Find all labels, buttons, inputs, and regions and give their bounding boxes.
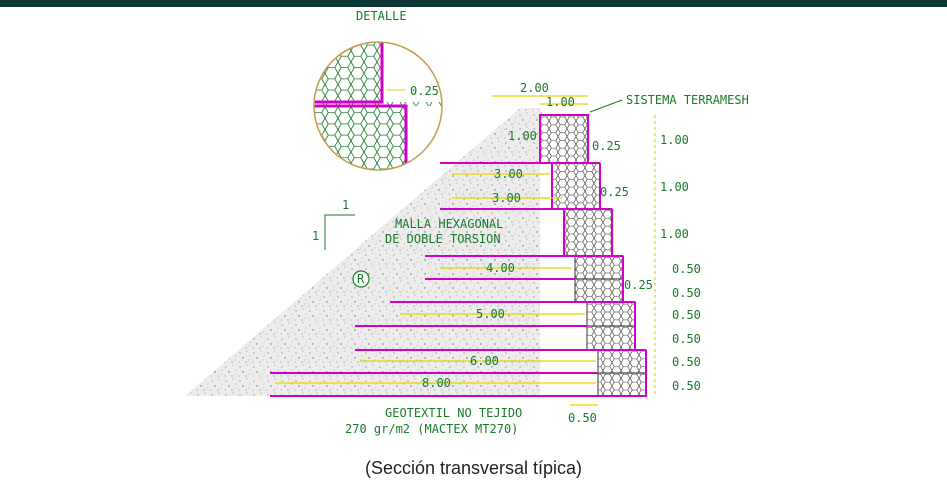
detail-title: DETALLE <box>356 9 407 23</box>
height-1: 1.00 <box>660 133 689 147</box>
slope-vertical: 1 <box>312 229 319 243</box>
dimension-lines <box>275 95 656 406</box>
dim-total-width: 2.00 <box>520 81 549 95</box>
figure-caption: (Sección transversal típica) <box>364 458 583 478</box>
height-9: 0.50 <box>672 379 701 393</box>
dim-unit-width: 1.00 <box>546 95 575 109</box>
dim-left: 1.00 <box>508 129 537 143</box>
height-3: 1.00 <box>660 227 689 241</box>
system-label: SISTEMA TERRAMESH <box>626 93 749 107</box>
offset-bottom: 0.50 <box>568 411 597 425</box>
offset-first: 0.25 <box>592 139 621 153</box>
length-3: 4.00 <box>486 261 515 275</box>
geotextile-label-line2: 270 gr/m2 (MACTEX MT270) <box>345 422 518 436</box>
length-1: 3.00 <box>494 167 523 181</box>
slope-indicator <box>324 214 355 250</box>
slope-horizontal: 1 <box>342 198 349 212</box>
length-6: 8.00 <box>422 376 451 390</box>
height-5: 0.50 <box>672 286 701 300</box>
mesh-label-line2: DE DOBLE TORSION <box>385 232 501 246</box>
reinforcement-layers <box>270 114 647 397</box>
offset-third: 0.25 <box>624 278 653 292</box>
height-6: 0.50 <box>672 308 701 322</box>
length-4: 5.00 <box>476 307 505 321</box>
detail-dimension: 0.25 <box>410 84 439 98</box>
header-bar <box>0 0 947 7</box>
fill-marker-circle <box>352 270 370 288</box>
height-7: 0.50 <box>672 332 701 346</box>
height-8: 0.50 <box>672 355 701 369</box>
length-2: 3.00 <box>492 191 521 205</box>
length-5: 6.00 <box>470 354 499 368</box>
height-2: 1.00 <box>660 180 689 194</box>
geotextile-label-line1: GEOTEXTIL NO TEJIDO <box>385 406 522 420</box>
gabion-blocks <box>539 114 647 397</box>
detail-view: DETALLE 0.25 <box>313 9 443 171</box>
height-4: 0.50 <box>672 262 701 276</box>
fill-marker: R <box>357 272 365 286</box>
offset-second: 0.25 <box>600 185 629 199</box>
fill-wedge <box>185 108 540 396</box>
mesh-label-line1: MALLA HEXAGONAL <box>395 217 503 231</box>
